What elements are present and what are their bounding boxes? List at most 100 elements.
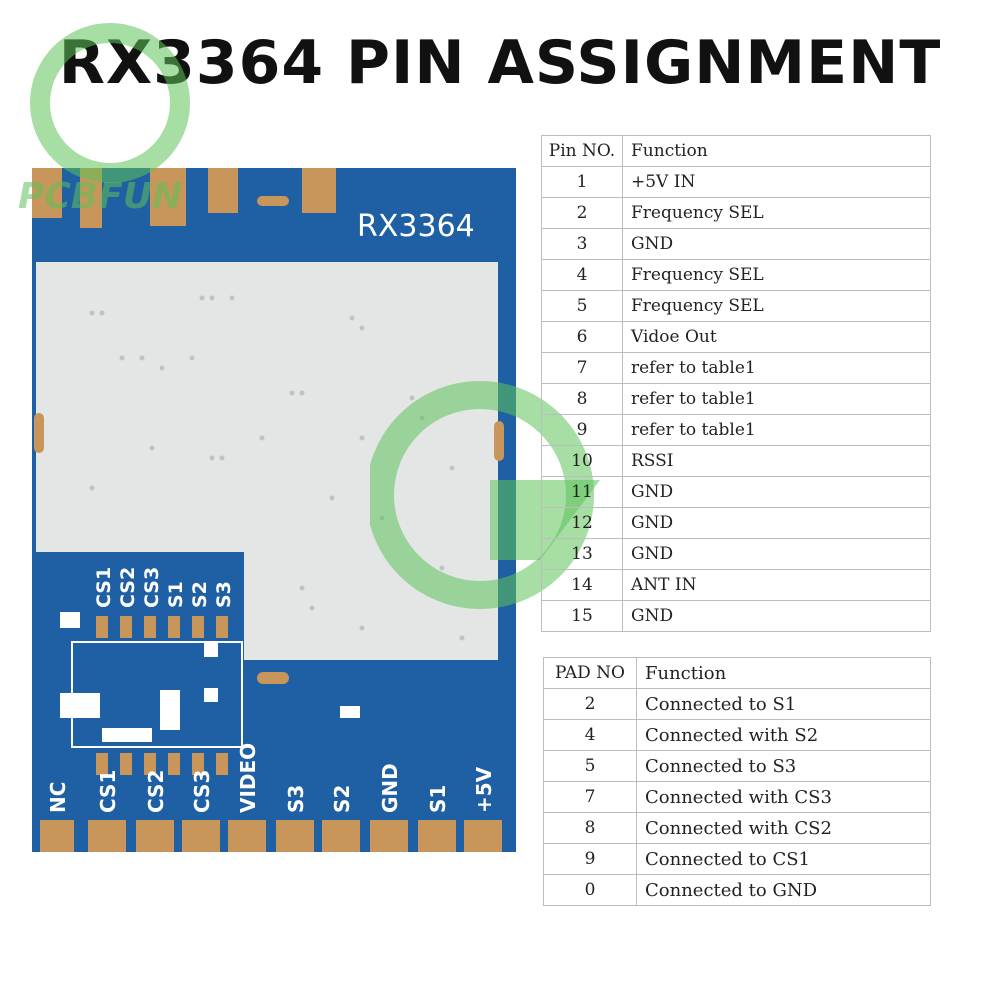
top-oval-pad <box>257 196 289 206</box>
number-cell: 6 <box>541 321 623 353</box>
top-pads <box>32 168 336 228</box>
function-cell: refer to table1 <box>622 383 931 415</box>
board-model-label: RX3364 <box>357 209 475 244</box>
number-cell: 15 <box>541 600 623 632</box>
pin-no-header: Pin NO. <box>541 135 623 167</box>
number-cell: 9 <box>541 414 623 446</box>
function-cell: GND <box>622 600 931 632</box>
switch-label: S2 <box>189 581 211 608</box>
number-cell: 9 <box>543 843 637 875</box>
number-cell: 13 <box>541 538 623 570</box>
number-cell: 1 <box>541 166 623 198</box>
switch-label: CS2 <box>117 567 139 608</box>
number-cell: 2 <box>541 197 623 229</box>
pin-label: S2 <box>330 785 354 813</box>
function-cell: Connected with CS3 <box>636 781 931 813</box>
side-pad-left <box>34 413 44 453</box>
function-cell: GND <box>622 228 931 260</box>
number-cell: 8 <box>543 812 637 844</box>
number-cell: 4 <box>541 259 623 291</box>
function-cell: refer to table1 <box>622 352 931 384</box>
number-cell: 5 <box>541 290 623 322</box>
number-cell: 0 <box>543 874 637 906</box>
number-cell: 4 <box>543 719 637 751</box>
function-cell: GND <box>622 538 931 570</box>
function-cell: ANT IN <box>622 569 931 601</box>
switch-label: CS3 <box>141 567 163 608</box>
function-cell: GND <box>622 507 931 539</box>
bottom-pads <box>40 820 502 852</box>
number-cell: 14 <box>541 569 623 601</box>
number-cell: 7 <box>541 352 623 384</box>
function-cell: +5V IN <box>622 166 931 198</box>
number-cell: 10 <box>541 445 623 477</box>
pin-label: S3 <box>284 785 308 813</box>
switch-pads <box>96 616 228 775</box>
pin-labels: NC CS1 CS2 CS3 VIDEO S3 S2 GND S1 +5V <box>46 743 496 813</box>
page-title: RX3364 PIN ASSIGNMENT <box>58 28 942 98</box>
silkscreen-marks <box>60 612 360 742</box>
function-header: Function <box>636 657 931 689</box>
rf-shield <box>36 262 498 660</box>
function-cell: Frequency SEL <box>622 290 931 322</box>
pin-label: GND <box>378 763 402 813</box>
function-cell: GND <box>622 476 931 508</box>
pad-table-header: PAD NO Function <box>543 657 931 689</box>
function-cell: Frequency SEL <box>622 259 931 291</box>
side-pad-right <box>494 421 504 461</box>
pin-label: +5V <box>472 766 496 813</box>
function-cell: Connected to GND <box>636 874 931 906</box>
switch-label: S3 <box>213 581 235 608</box>
number-cell: 5 <box>543 750 637 782</box>
function-cell: Connected with CS2 <box>636 812 931 844</box>
function-cell: refer to table1 <box>622 414 931 446</box>
bottom-oval-pad <box>257 672 289 684</box>
pad-no-header: PAD NO <box>543 657 637 689</box>
pin-label: NC <box>46 782 70 813</box>
pin-label: S1 <box>426 785 450 813</box>
function-cell: Connected to S3 <box>636 750 931 782</box>
pin-label: VIDEO <box>236 743 260 813</box>
number-cell: 3 <box>541 228 623 260</box>
number-cell: 8 <box>541 383 623 415</box>
function-header: Function <box>622 135 931 167</box>
pin-label: CS3 <box>190 770 214 813</box>
switch-label: CS1 <box>93 567 115 608</box>
function-cell: Connected to CS1 <box>636 843 931 875</box>
pin-label: CS2 <box>144 770 168 813</box>
number-cell: 12 <box>541 507 623 539</box>
watermark-logo-top: PCBFUN <box>18 23 190 217</box>
pin-label: CS1 <box>96 770 120 813</box>
watermark-text: PCBFUN <box>18 176 182 217</box>
function-cell: Connected to S1 <box>636 688 931 720</box>
function-cell: Connected with S2 <box>636 719 931 751</box>
pin-table-header: Pin NO. Function <box>541 135 931 167</box>
function-cell: Vidoe Out <box>622 321 931 353</box>
table-row: 1+5V IN <box>541 166 931 198</box>
number-cell: 2 <box>543 688 637 720</box>
